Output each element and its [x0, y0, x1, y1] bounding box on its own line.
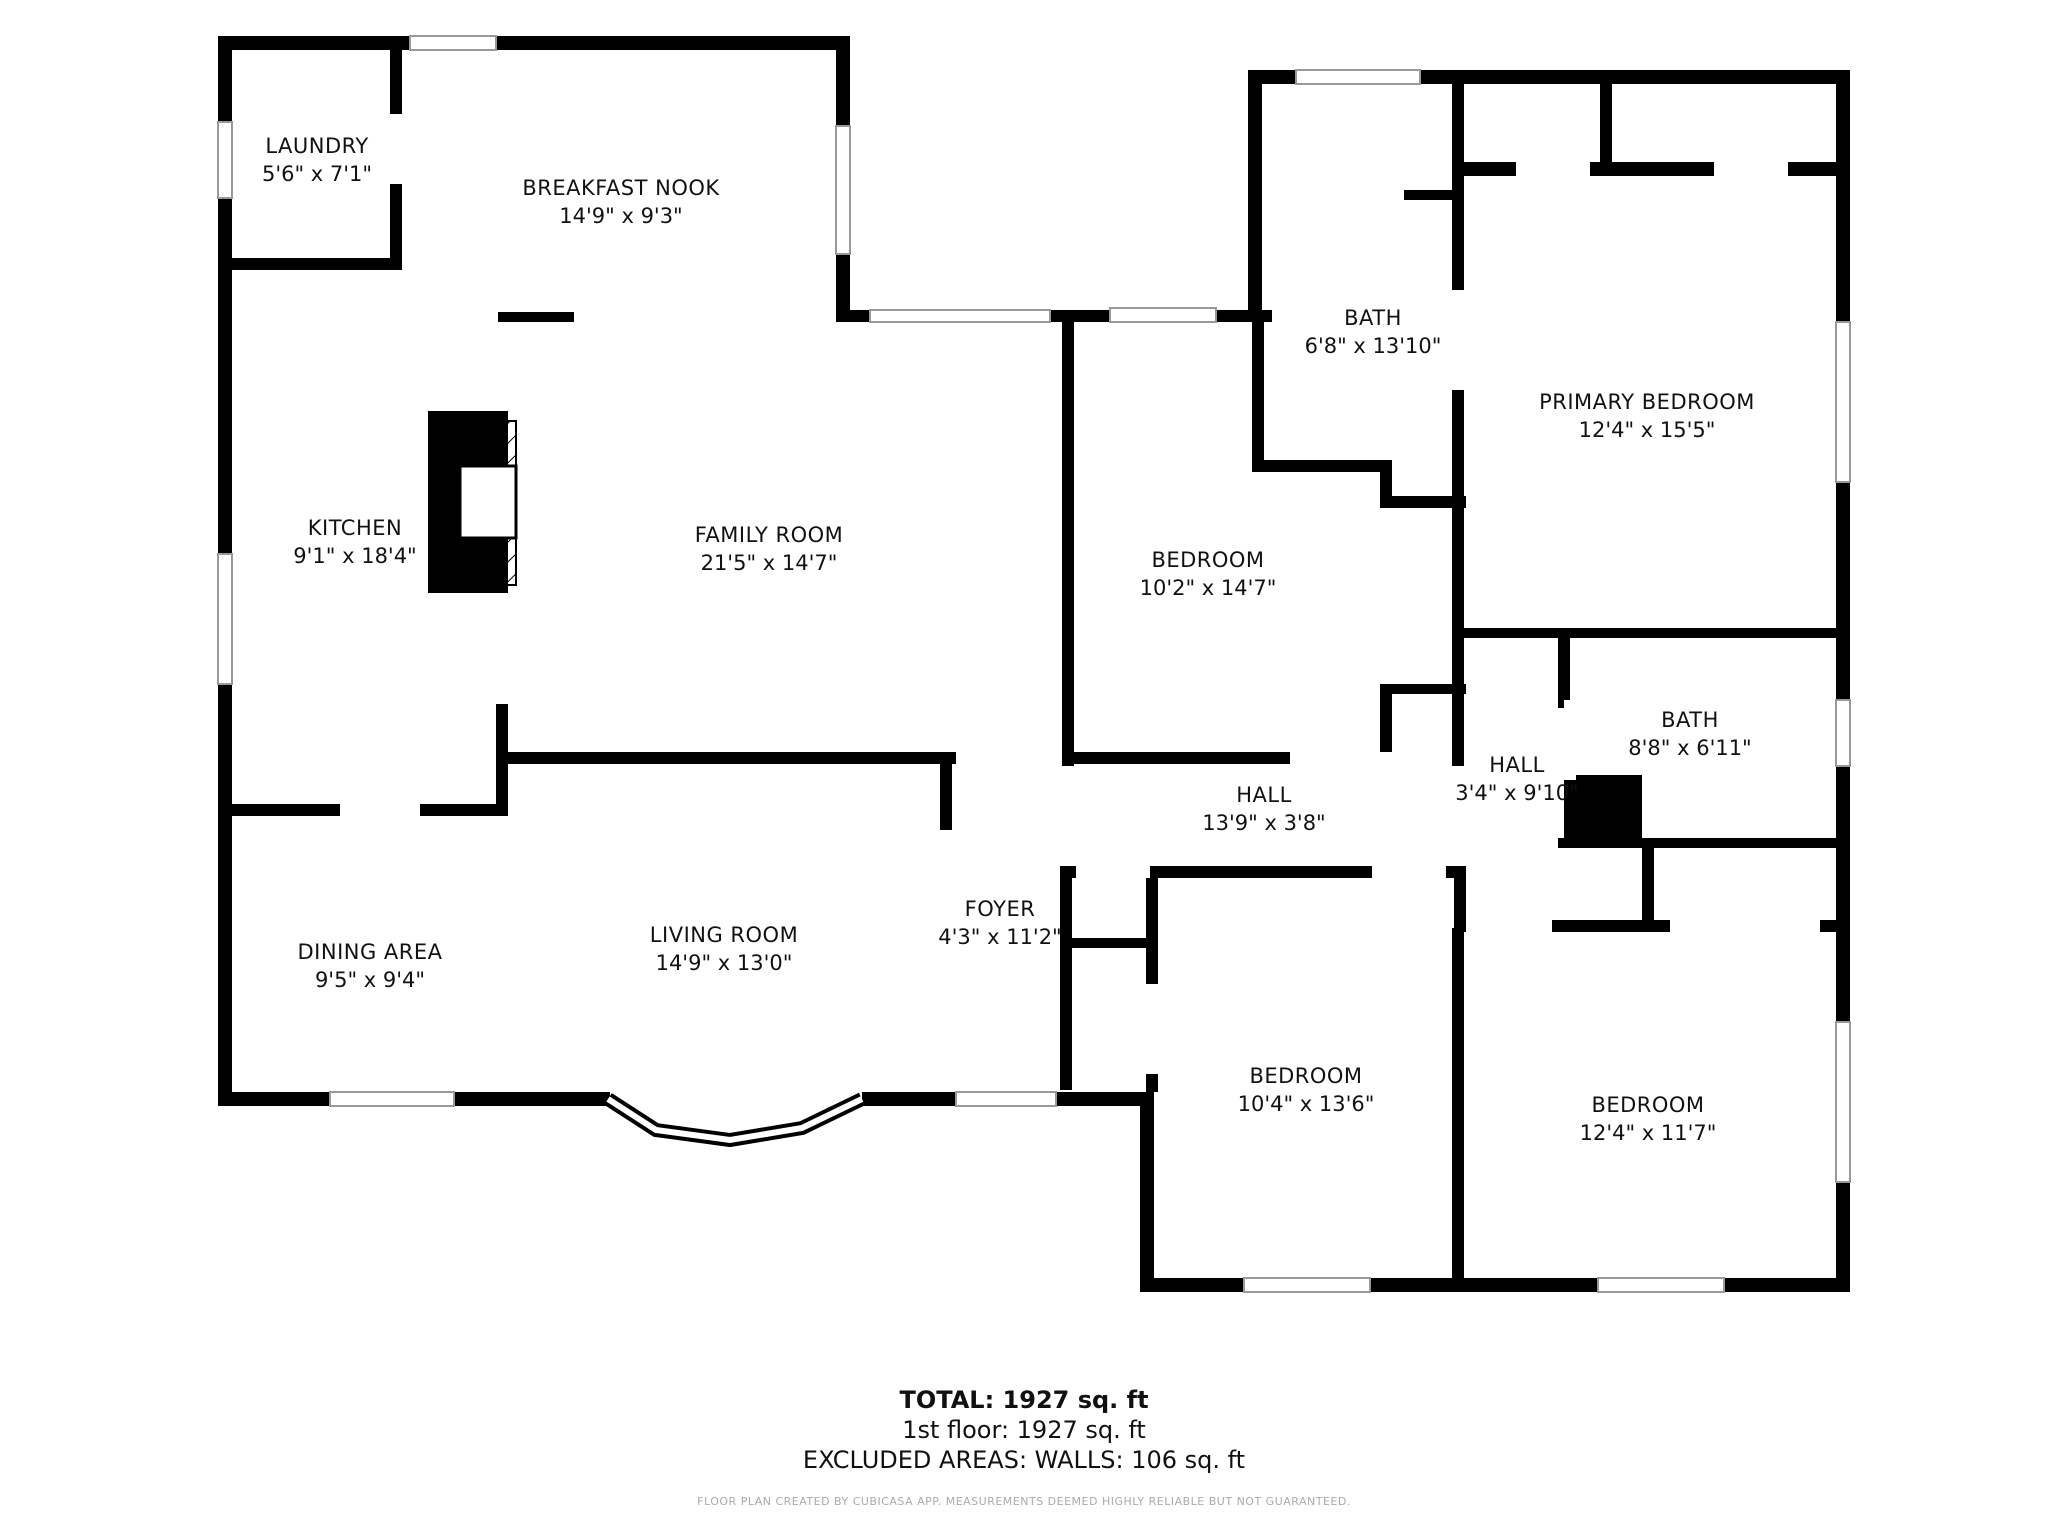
room-dimensions: 21'5" x 14'7" — [700, 551, 838, 576]
floor-area: 1st floor: 1927 sq. ft — [902, 1416, 1146, 1444]
room-label-breakfast-nook: BREAKFAST NOOK 14'9" x 9'3" — [522, 174, 719, 231]
room-name: LAUNDRY — [265, 134, 369, 158]
room-label-foyer: FOYER 4'3" x 11'2" — [938, 895, 1061, 952]
room-name: FAMILY ROOM — [694, 523, 844, 547]
room-name: HALL — [1489, 753, 1545, 777]
room-dimensions: 6'8" x 13'10" — [1304, 334, 1442, 359]
room-name: BATH — [1344, 306, 1402, 330]
room-label-living-room: LIVING ROOM 14'9" x 13'0" — [650, 921, 798, 978]
room-dimensions: 4'3" x 11'2" — [938, 925, 1062, 950]
room-name: FOYER — [964, 897, 1036, 921]
fireplace — [428, 411, 518, 593]
room-name: BEDROOM — [1591, 1093, 1705, 1117]
room-name: LIVING ROOM — [649, 923, 799, 947]
total-area: TOTAL: 1927 sq. ft — [899, 1386, 1149, 1414]
room-name: HALL — [1236, 783, 1292, 807]
room-label-dining-area: DINING AREA 9'5" x 9'4" — [297, 938, 442, 995]
room-dimensions: 5'6" x 7'1" — [261, 162, 373, 187]
stair-block — [1564, 775, 1642, 847]
room-name: BEDROOM — [1249, 1064, 1363, 1088]
room-name: BATH — [1661, 708, 1719, 732]
room-dimensions: 9'1" x 18'4" — [293, 544, 417, 569]
room-label-bath-1: BATH 6'8" x 13'10" — [1305, 304, 1442, 361]
room-label-bedroom-2: BEDROOM 10'4" x 13'6" — [1238, 1062, 1375, 1119]
room-label-hall-2: HALL 13'9" x 3'8" — [1202, 781, 1325, 838]
room-dimensions: 9'5" x 9'4" — [314, 968, 426, 993]
room-dimensions: 14'9" x 13'0" — [655, 951, 793, 976]
windows — [217, 35, 1851, 1293]
room-label-bath-2: BATH 8'8" x 6'11" — [1628, 706, 1751, 763]
room-dimensions: 12'4" x 11'7" — [1579, 1121, 1717, 1146]
room-name: BREAKFAST NOOK — [522, 176, 720, 200]
room-name: KITCHEN — [307, 516, 403, 540]
room-label-family-room: FAMILY ROOM 21'5" x 14'7" — [695, 521, 844, 578]
room-dimensions: 13'9" x 3'8" — [1202, 811, 1326, 836]
room-name: DINING AREA — [297, 940, 443, 964]
excluded-areas: EXCLUDED AREAS: WALLS: 106 sq. ft — [802, 1446, 1246, 1474]
room-label-primary-bedroom: PRIMARY BEDROOM 12'4" x 15'5" — [1539, 388, 1755, 445]
room-dimensions: 10'4" x 13'6" — [1237, 1092, 1375, 1117]
room-dimensions: 8'8" x 6'11" — [1628, 736, 1752, 761]
room-label-laundry: LAUNDRY 5'6" x 7'1" — [262, 132, 372, 189]
door-openings — [340, 114, 1820, 1074]
room-label-hall-1: HALL 3'4" x 9'10" — [1455, 751, 1578, 808]
interior-walls — [218, 36, 1848, 1292]
room-dimensions: 14'9" x 9'3" — [559, 204, 683, 229]
room-label-bedroom-3: BEDROOM 12'4" x 11'7" — [1580, 1091, 1717, 1148]
disclaimer-text: FLOOR PLAN CREATED BY CUBICASA APP. MEAS… — [697, 1495, 1351, 1508]
bay-window — [604, 1092, 866, 1148]
room-label-kitchen: KITCHEN 9'1" x 18'4" — [293, 514, 416, 571]
room-dimensions: 3'4" x 9'10" — [1455, 781, 1579, 806]
area-totals: TOTAL: 1927 sq. ft 1st floor: 1927 sq. f… — [803, 1385, 1245, 1475]
room-dimensions: 12'4" x 15'5" — [1578, 418, 1716, 443]
room-name: PRIMARY BEDROOM — [1539, 390, 1755, 414]
room-name: BEDROOM — [1151, 548, 1265, 572]
room-label-bedroom-1: BEDROOM 10'2" x 14'7" — [1140, 546, 1277, 603]
room-dimensions: 10'2" x 14'7" — [1139, 576, 1277, 601]
